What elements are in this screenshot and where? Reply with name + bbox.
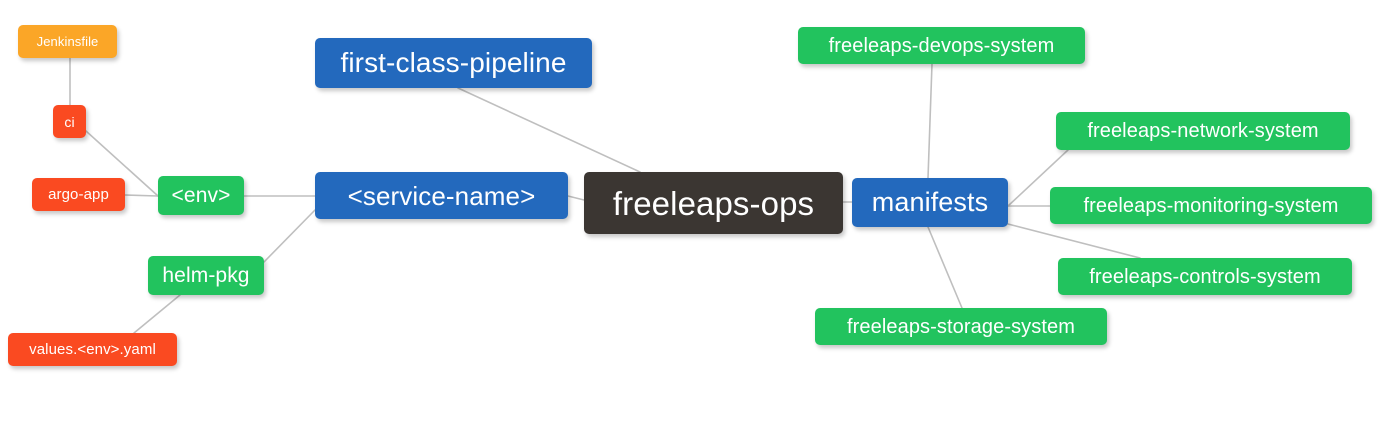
node-label-manifests: manifests bbox=[871, 187, 989, 217]
edge-manifests-to-freeleaps-controls-system bbox=[1007, 223, 1141, 259]
node-label-helm-pkg: helm-pkg bbox=[162, 264, 250, 287]
node-manifests[interactable]: manifests bbox=[852, 178, 1008, 227]
node-env[interactable]: <env> bbox=[158, 176, 244, 215]
node-label-freeleaps-ops: freeleaps-ops bbox=[612, 184, 815, 222]
edge-service-name-to-helm-pkg bbox=[263, 209, 316, 263]
node-first-class-pipeline[interactable]: first-class-pipeline bbox=[315, 38, 592, 88]
edge-manifests-to-freeleaps-devops-system bbox=[927, 63, 933, 179]
node-jenkinsfile[interactable]: Jenkinsfile bbox=[18, 25, 117, 58]
node-freeleaps-storage-system[interactable]: freeleaps-storage-system bbox=[815, 308, 1107, 345]
node-label-jenkinsfile: Jenkinsfile bbox=[36, 34, 99, 49]
node-label-env: <env> bbox=[171, 184, 231, 207]
node-service-name[interactable]: <service-name> bbox=[315, 172, 568, 219]
node-label-freeleaps-network-system: freeleaps-network-system bbox=[1087, 120, 1319, 142]
edge-first-class-pipeline-to-freeleaps-ops bbox=[457, 87, 641, 173]
edge-argo-app-to-env bbox=[124, 194, 159, 197]
node-label-freeleaps-devops-system: freeleaps-devops-system bbox=[828, 34, 1055, 57]
node-freeleaps-ops[interactable]: freeleaps-ops bbox=[584, 172, 843, 234]
node-freeleaps-network-system[interactable]: freeleaps-network-system bbox=[1056, 112, 1350, 150]
node-freeleaps-monitoring-system[interactable]: freeleaps-monitoring-system bbox=[1050, 187, 1372, 224]
node-label-service-name: <service-name> bbox=[347, 180, 536, 211]
node-label-freeleaps-controls-system: freeleaps-controls-system bbox=[1089, 265, 1321, 288]
node-label-ci: ci bbox=[64, 113, 75, 130]
node-label-first-class-pipeline: first-class-pipeline bbox=[340, 47, 567, 78]
node-label-argo-app: argo-app bbox=[48, 186, 109, 203]
edge-service-name-to-freeleaps-ops bbox=[567, 195, 585, 201]
node-argo-app[interactable]: argo-app bbox=[32, 178, 125, 211]
node-label-values-yaml: values.<env>.yaml bbox=[29, 341, 156, 358]
node-values-yaml[interactable]: values.<env>.yaml bbox=[8, 333, 177, 366]
node-freeleaps-devops-system[interactable]: freeleaps-devops-system bbox=[798, 27, 1085, 64]
node-label-freeleaps-storage-system: freeleaps-storage-system bbox=[846, 315, 1076, 338]
edge-manifests-to-freeleaps-storage-system bbox=[927, 226, 963, 309]
node-helm-pkg[interactable]: helm-pkg bbox=[148, 256, 264, 295]
node-freeleaps-controls-system[interactable]: freeleaps-controls-system bbox=[1058, 258, 1352, 295]
node-ci[interactable]: ci bbox=[53, 105, 86, 138]
edge-helm-pkg-to-values-yaml bbox=[133, 294, 181, 334]
node-label-freeleaps-monitoring-system: freeleaps-monitoring-system bbox=[1083, 194, 1339, 217]
